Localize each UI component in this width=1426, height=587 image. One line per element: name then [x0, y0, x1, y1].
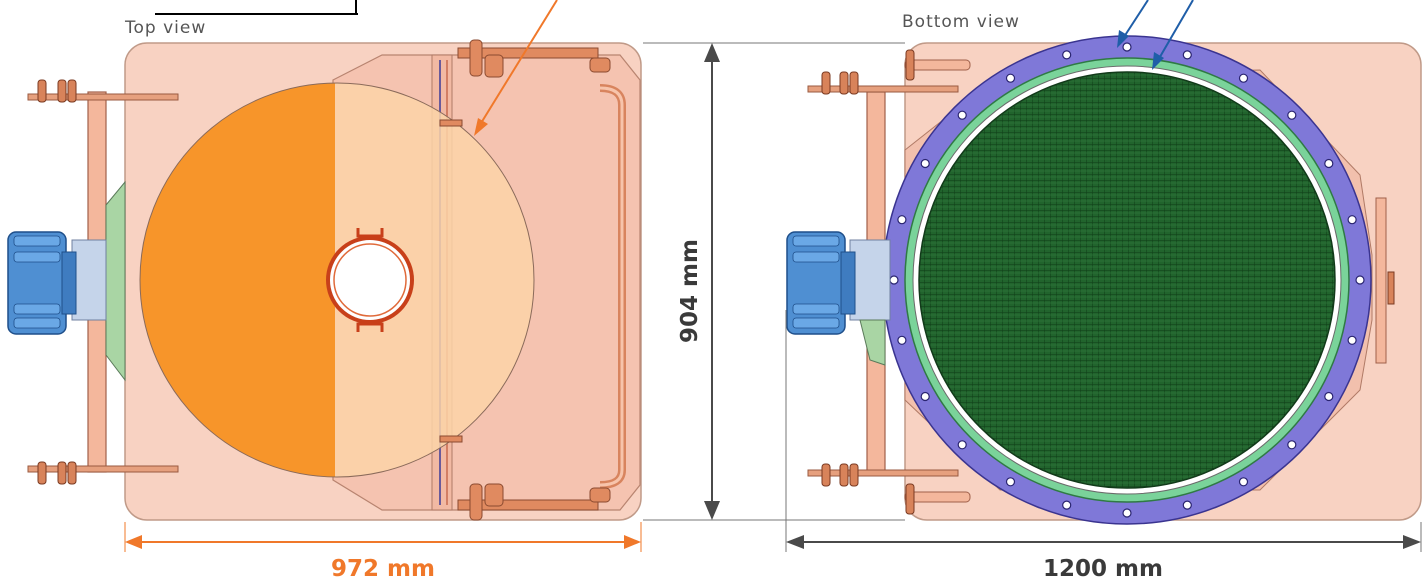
top-handle-highlight: [599, 86, 624, 487]
bottom-mesh-screen: [918, 71, 1336, 489]
bolt-hole: [1287, 440, 1297, 450]
bolt-hole: [1347, 335, 1357, 345]
bottom-handle-bolt: [1387, 271, 1395, 305]
bolt-hole: [1287, 110, 1297, 120]
top-latches: [439, 39, 611, 521]
bolt-hole: [889, 275, 899, 285]
ring-clamp-top: [356, 228, 384, 238]
top-motor-mount: [71, 239, 107, 321]
dimension-1200: [785, 310, 1422, 552]
dimension-972-label: 972 mm: [331, 556, 435, 582]
blue-leader-arrow-2: [1156, 0, 1194, 63]
bolt-hole: [1182, 50, 1192, 60]
orange-leader-arrow: [477, 0, 558, 129]
ring-clamp-bottom: [356, 322, 384, 332]
bottom-view: Bottom view: [785, 0, 1422, 582]
top-motor: [7, 231, 77, 335]
dimension-904-label: 904 mm: [677, 239, 703, 343]
dimension-972: [124, 522, 642, 552]
top-view: Top view: [7, 0, 642, 582]
bolt-hole: [1238, 477, 1249, 487]
top-disc-dark-half: [140, 83, 335, 477]
top-view-label: Top view: [124, 18, 206, 38]
dimension-1200-label: 1200 mm: [1043, 556, 1163, 582]
bottom-left-frame: [807, 49, 971, 515]
bolt-hole: [1182, 500, 1192, 510]
bolt-hole: [1122, 42, 1132, 52]
bolt-hole: [957, 440, 967, 450]
bolt-hole: [1005, 477, 1016, 487]
top-disc-outline: [139, 82, 535, 478]
bolt-hole: [1062, 500, 1072, 510]
bolt-hole: [1238, 73, 1249, 83]
bolt-hole: [1355, 275, 1365, 285]
blue-arrowhead-2: [1152, 52, 1164, 70]
blue-leader-arrow-1: [1121, 0, 1149, 41]
bolt-hole: [1324, 391, 1334, 402]
bolt-hole: [897, 215, 907, 225]
bolt-hole: [920, 391, 930, 402]
bolt-hole: [1122, 508, 1132, 518]
bolt-hole: [1347, 215, 1357, 225]
bottom-motor: [786, 231, 856, 335]
flange-bolt-holes: [889, 42, 1365, 518]
bolt-hole: [1005, 73, 1016, 83]
top-disc-light-half: [335, 83, 534, 477]
bolt-hole: [1062, 50, 1072, 60]
top-bracket-upper: [27, 93, 179, 101]
bolt-hole: [957, 110, 967, 120]
bottom-view-label: Bottom view: [902, 12, 1020, 32]
center-ring-inner: [333, 243, 407, 317]
top-green-bracket: [105, 180, 126, 382]
dimension-904: [643, 42, 905, 521]
orange-arrowhead: [474, 118, 488, 136]
bottom-handle: [1375, 197, 1387, 364]
bolt-hole: [897, 335, 907, 345]
blue-arrowhead-1: [1117, 30, 1129, 48]
bolt-hole: [920, 158, 930, 169]
top-bracket-lower: [27, 465, 179, 473]
top-left-frame: [27, 79, 179, 485]
bolt-hole: [1324, 158, 1334, 169]
